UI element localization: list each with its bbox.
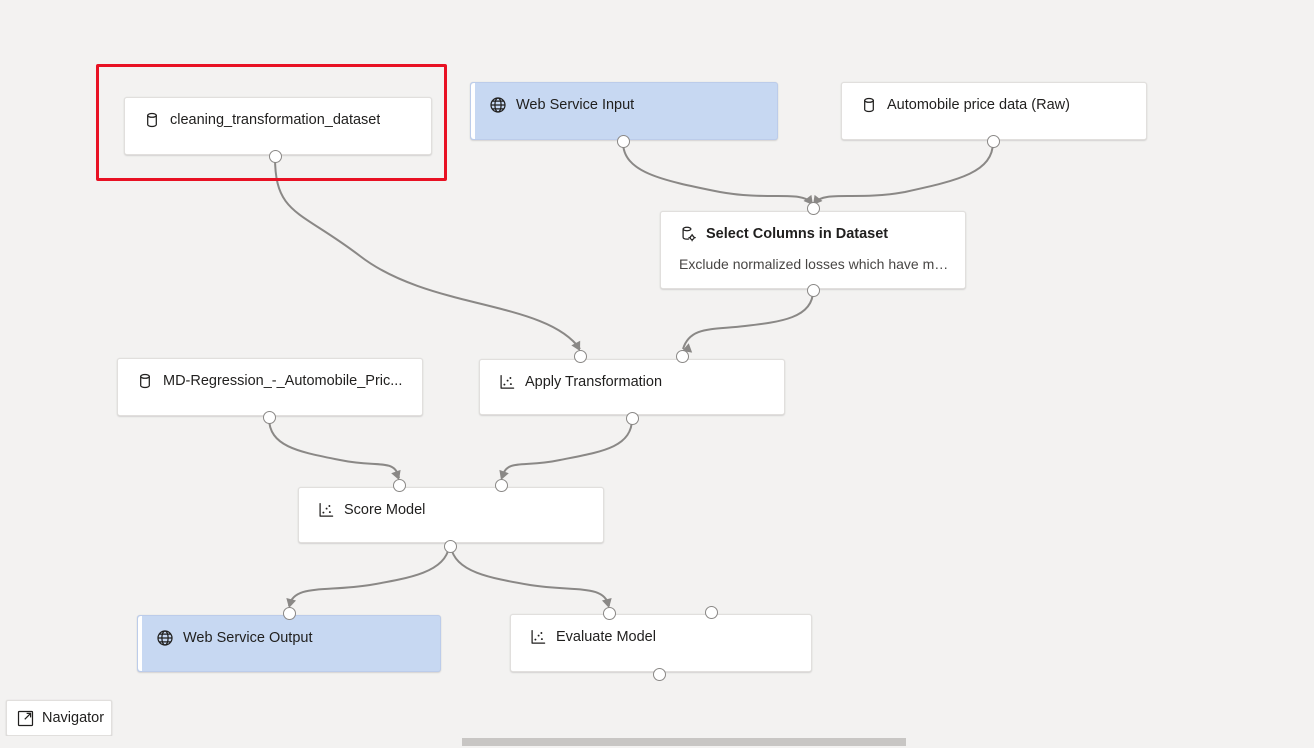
scatter-plot-icon — [529, 628, 547, 646]
node-score-model[interactable]: Score Model — [298, 487, 604, 543]
node-title: MD-Regression_-_Automobile_Pric... — [163, 373, 403, 389]
node-accent-strip — [842, 83, 846, 139]
edge-score-model-to-web-service-output — [288, 546, 450, 607]
edge-select-columns-to-apply-transformation — [682, 290, 814, 350]
node-header: cleaning_transformation_dataset — [143, 111, 417, 129]
scatter-plot-icon — [498, 373, 516, 391]
output-port-select-columns-in-dataset-0[interactable] — [806, 283, 820, 297]
node-automobile-price-data-raw[interactable]: Automobile price data (Raw) — [841, 82, 1147, 140]
database-gear-icon — [679, 225, 697, 243]
node-web-service-output[interactable]: Web Service Output — [137, 615, 441, 672]
input-port-web-service-output-0[interactable] — [282, 606, 296, 620]
input-port-apply-transformation-0[interactable] — [573, 349, 587, 363]
output-port-apply-transformation-0[interactable] — [625, 411, 639, 425]
node-header: Web Service Output — [156, 629, 426, 647]
edge-md-regression-to-score-model — [268, 417, 400, 479]
node-title: Automobile price data (Raw) — [887, 97, 1070, 113]
database-icon — [143, 111, 161, 129]
node-accent-strip — [299, 488, 303, 542]
node-accent-strip — [511, 615, 515, 671]
horizontal-scrollbar-track[interactable] — [0, 736, 1314, 748]
output-port-score-model-0[interactable] — [443, 539, 457, 553]
output-port-evaluate-model-0[interactable] — [652, 667, 666, 681]
node-accent-strip — [138, 616, 142, 671]
node-header: Automobile price data (Raw) — [860, 96, 1132, 114]
node-title: Select Columns in Dataset — [706, 226, 889, 242]
node-header: Select Columns in Dataset — [679, 225, 951, 243]
node-apply-transformation[interactable]: Apply Transformation — [479, 359, 785, 415]
expand-navigator-icon — [17, 710, 34, 727]
node-evaluate-model[interactable]: Evaluate Model — [510, 614, 812, 672]
node-header: Score Model — [317, 501, 589, 519]
node-header: Evaluate Model — [529, 628, 797, 646]
input-port-score-model-0[interactable] — [392, 478, 406, 492]
database-icon — [136, 372, 154, 390]
input-port-score-model-1[interactable] — [494, 478, 508, 492]
output-port-cleaning-transformation-dataset-0[interactable] — [268, 149, 282, 163]
scatter-plot-icon — [317, 501, 335, 519]
input-port-apply-transformation-1[interactable] — [675, 349, 689, 363]
node-accent-strip — [661, 212, 665, 288]
node-title: Evaluate Model — [556, 629, 656, 645]
node-title: Score Model — [344, 502, 426, 518]
node-header: Apply Transformation — [498, 373, 770, 391]
globe-icon — [156, 629, 174, 647]
horizontal-scrollbar-thumb[interactable] — [462, 738, 906, 746]
output-port-web-service-input-0[interactable] — [616, 134, 630, 148]
node-md-regression-automobile-price[interactable]: MD-Regression_-_Automobile_Pric... — [117, 358, 423, 416]
edge-dataset-to-apply-transformation — [274, 156, 581, 350]
input-port-evaluate-model-1[interactable] — [704, 605, 718, 619]
node-subtitle: Exclude normalized losses which have man… — [679, 256, 951, 272]
node-title: Web Service Output — [183, 630, 313, 646]
output-port-md-regression-automobile-price-0[interactable] — [262, 410, 276, 424]
node-title: Apply Transformation — [525, 374, 663, 390]
node-title: Web Service Input — [516, 97, 635, 113]
edge-apply-transformation-to-score-model — [501, 418, 633, 479]
input-port-evaluate-model-0[interactable] — [602, 606, 616, 620]
node-web-service-input[interactable]: Web Service Input — [470, 82, 778, 140]
globe-icon — [489, 96, 507, 114]
node-header: Web Service Input — [489, 96, 763, 114]
node-cleaning-transformation-dataset[interactable]: cleaning_transformation_dataset — [124, 97, 432, 155]
navigator-button[interactable]: Navigator — [6, 700, 112, 736]
node-accent-strip — [480, 360, 484, 414]
node-accent-strip — [118, 359, 122, 415]
input-port-select-columns-in-dataset-0[interactable] — [806, 201, 820, 215]
edge-web-service-input-to-select-columns — [622, 141, 813, 204]
database-icon — [860, 96, 878, 114]
node-header: MD-Regression_-_Automobile_Pric... — [136, 372, 408, 390]
edge-score-model-to-evaluate-model — [450, 546, 610, 607]
output-port-automobile-price-data-raw-0[interactable] — [986, 134, 1000, 148]
navigator-label: Navigator — [42, 710, 105, 726]
node-title: cleaning_transformation_dataset — [170, 112, 381, 128]
node-accent-strip — [471, 83, 475, 139]
edge-automobile-data-to-select-columns — [813, 141, 994, 204]
node-accent-strip — [125, 98, 129, 154]
